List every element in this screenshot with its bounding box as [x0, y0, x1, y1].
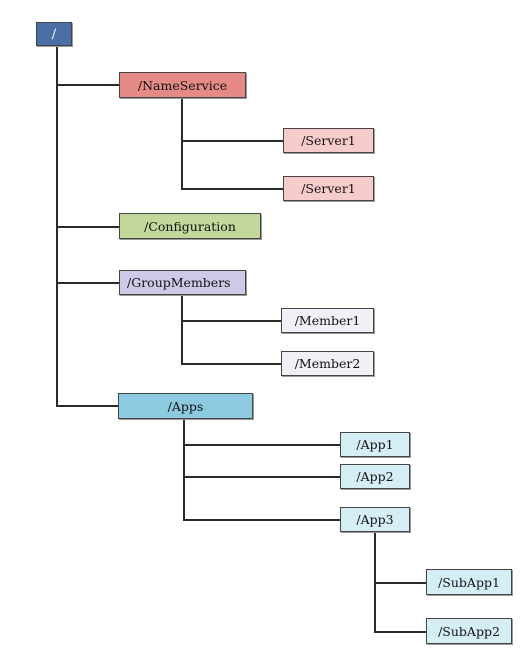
node-apps: /Apps: [118, 393, 253, 419]
connector-to-groupmembers: [56, 282, 119, 284]
node-member2-label: /Member2: [294, 356, 361, 371]
connector-to-subapp2: [374, 631, 426, 633]
connector-to-nameservice: [56, 84, 119, 86]
node-server1-b-label: /Server1: [301, 181, 356, 196]
connector-root-trunk: [56, 44, 58, 406]
connector-to-apps: [56, 405, 118, 407]
node-apps-label: /Apps: [167, 398, 204, 414]
connector-to-app3: [183, 519, 340, 521]
node-configuration-label: /Configuration: [144, 218, 236, 234]
node-app1-label: /App1: [356, 437, 394, 452]
node-server1-b: /Server1: [283, 176, 374, 201]
node-server1-a: /Server1: [283, 128, 374, 153]
node-server1-a-label: /Server1: [301, 133, 356, 148]
connector-to-app2: [183, 476, 340, 478]
connector-to-member1: [181, 320, 281, 322]
node-member2: /Member2: [281, 351, 374, 376]
connector-to-server1-a: [181, 140, 283, 142]
node-app3-label: /App3: [356, 512, 394, 527]
node-configuration: /Configuration: [119, 213, 261, 239]
connector-to-member2: [181, 363, 281, 365]
node-subapp2: /SubApp2: [426, 618, 512, 644]
connector-to-server1-b: [181, 188, 283, 190]
node-root-label: /: [51, 26, 57, 42]
node-member1-label: /Member1: [294, 313, 361, 328]
node-nameservice: /NameService: [119, 72, 246, 98]
node-app2-label: /App2: [356, 469, 394, 484]
node-app2: /App2: [340, 464, 410, 489]
node-root: /: [36, 22, 72, 46]
node-app1: /App1: [340, 432, 410, 457]
node-member1: /Member1: [281, 308, 374, 333]
node-subapp1-label: /SubApp1: [438, 574, 500, 590]
connector-nameservice-trunk: [181, 98, 183, 189]
connector-groupmembers-trunk: [181, 294, 183, 364]
connector-to-subapp1: [374, 582, 426, 584]
node-nameservice-label: /NameService: [137, 77, 228, 93]
node-subapp2-label: /SubApp2: [438, 623, 500, 639]
node-groupmembers-label: /GroupMembers: [127, 275, 231, 290]
node-app3: /App3: [340, 507, 410, 532]
connector-to-app1: [183, 444, 340, 446]
connector-to-configuration: [56, 226, 119, 228]
connector-apps-trunk: [183, 418, 185, 520]
node-groupmembers: /GroupMembers: [119, 270, 246, 295]
node-subapp1: /SubApp1: [426, 569, 512, 595]
